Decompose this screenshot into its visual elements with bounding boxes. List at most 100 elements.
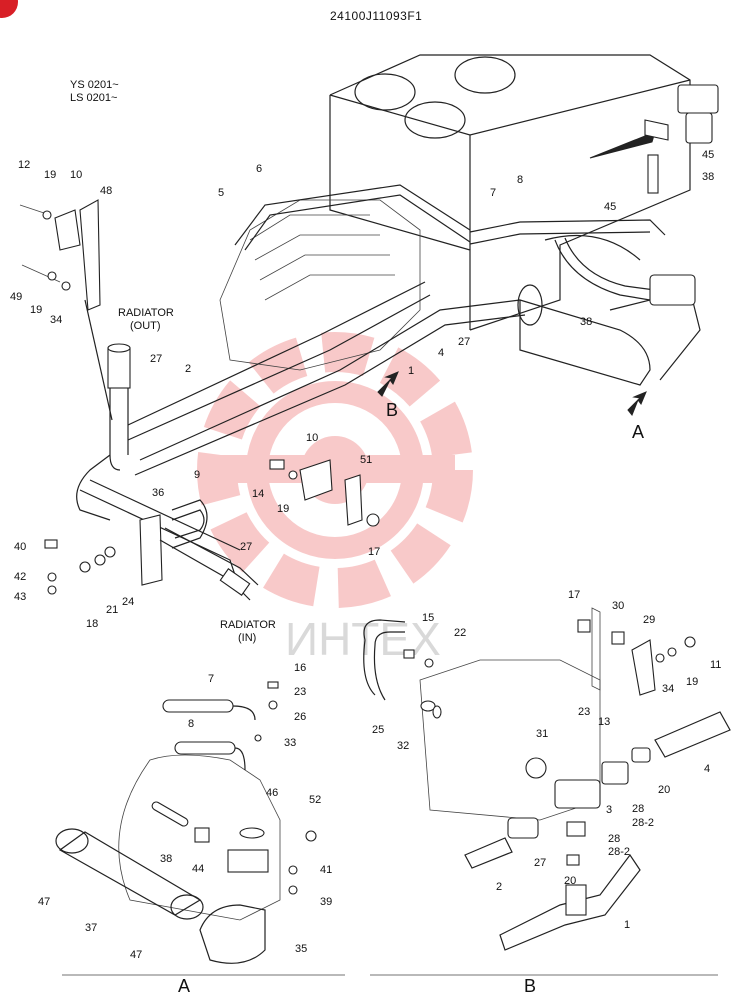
callout-9: 9 [194, 469, 200, 481]
callout-20a: 20 [658, 784, 670, 796]
view-b-marker: B [386, 400, 398, 420]
callout-27a: 27 [150, 353, 162, 365]
callout-7: 7 [490, 187, 496, 199]
callout-2b: 2 [496, 881, 502, 893]
view-b-group [363, 607, 731, 976]
callout-27d: 27 [534, 857, 546, 869]
callout-18: 18 [86, 618, 98, 630]
callout-39: 39 [320, 896, 332, 908]
doc-code: 24100J11093F1 [330, 9, 422, 23]
coolant-pipe-2 [76, 281, 431, 521]
callout-45b: 45 [702, 149, 714, 161]
callout-10: 10 [70, 169, 82, 181]
callout-31: 31 [536, 728, 548, 740]
callout-25: 25 [372, 724, 384, 736]
callout-24: 24 [122, 596, 134, 608]
view-a-marker: A [632, 422, 644, 442]
callout-38a: 38 [702, 171, 714, 183]
callout-2: 2 [185, 363, 191, 375]
callout-35: 35 [295, 943, 307, 955]
leader-line [84, 299, 113, 421]
callout-40: 40 [14, 541, 26, 553]
callout-4: 4 [438, 347, 444, 359]
filter-assembly-45 [644, 84, 719, 194]
label-radiator-out-1: RADIATOR [118, 307, 174, 319]
heater-hose-5-6 [234, 184, 471, 251]
callout-36: 36 [152, 487, 164, 499]
callout-19b: 19 [30, 304, 42, 316]
callout-20b: 20 [564, 875, 576, 887]
callout-23a: 23 [294, 686, 306, 698]
callout-38b: 38 [580, 316, 592, 328]
callout-48: 48 [100, 185, 112, 197]
callout-30: 30 [612, 600, 624, 612]
callout-49: 49 [10, 291, 22, 303]
callout-12: 12 [18, 159, 30, 171]
radiator-out-pipe [107, 343, 131, 389]
callout-28b: 28 [608, 833, 620, 845]
callout-19c: 19 [277, 503, 289, 515]
label-radiator-in-2: (IN) [238, 632, 256, 644]
callout-29: 29 [643, 614, 655, 626]
callout-23b: 23 [578, 706, 590, 718]
serial-ls: LS 0201~ [70, 92, 117, 104]
callout-28a: 28 [632, 803, 644, 815]
watermark-logo [197, 332, 473, 608]
engine-block [219, 54, 691, 371]
callout-28-2a: 28-2 [632, 817, 654, 829]
arrow-to-45 [589, 131, 656, 159]
arrow-view-b [377, 371, 399, 397]
label-radiator-out-2: (OUT) [130, 320, 161, 332]
callout-13: 13 [598, 716, 610, 728]
callout-51: 51 [360, 454, 372, 466]
callout-8b: 8 [188, 718, 194, 730]
callout-44: 44 [192, 863, 204, 875]
callout-38c: 38 [160, 853, 172, 865]
heater-pipe-7-8 [469, 219, 666, 245]
callout-28-2b: 28-2 [608, 846, 630, 858]
callout-34b: 34 [662, 683, 674, 695]
corner-badge [0, 0, 18, 18]
callout-52: 52 [309, 794, 321, 806]
callout-47b: 47 [130, 949, 142, 961]
callout-1b: 1 [624, 919, 630, 931]
callout-8: 8 [517, 174, 523, 186]
view-a-group [55, 681, 345, 976]
view-b-label: B [524, 976, 536, 996]
callout-4b: 4 [704, 763, 710, 775]
serial-ys: YS 0201~ [70, 79, 119, 91]
callout-46: 46 [266, 787, 278, 799]
callout-15: 15 [422, 612, 434, 624]
label-radiator-in-1: RADIATOR [220, 619, 276, 631]
callout-32: 32 [397, 740, 409, 752]
callout-10b: 10 [306, 432, 318, 444]
bracket-48 [19, 199, 101, 311]
callout-11: 11 [710, 659, 721, 671]
callout-43: 43 [14, 591, 26, 603]
callout-27b: 27 [458, 336, 470, 348]
callout-47a: 47 [38, 896, 50, 908]
radiator-tube-right [517, 234, 701, 386]
bracket-36 [44, 514, 163, 595]
callout-41: 41 [320, 864, 332, 876]
callout-17a: 17 [368, 546, 380, 558]
callout-14: 14 [252, 488, 264, 500]
u-bolt-9 [171, 499, 208, 549]
callout-26: 26 [294, 711, 306, 723]
view-a-label: A [178, 976, 190, 996]
callout-16: 16 [294, 662, 306, 674]
callout-1: 1 [408, 365, 414, 377]
radiator-in-hose [159, 527, 259, 601]
callout-45a: 45 [604, 201, 616, 213]
callout-33: 33 [284, 737, 296, 749]
hose-38 [554, 237, 656, 301]
callout-42: 42 [14, 571, 26, 583]
callout-37: 37 [85, 922, 97, 934]
callout-22: 22 [454, 627, 466, 639]
callout-6: 6 [256, 163, 262, 175]
callout-19d: 19 [686, 676, 698, 688]
callout-19: 19 [44, 169, 56, 181]
callout-17b: 17 [568, 589, 580, 601]
arrow-view-a [627, 391, 647, 416]
